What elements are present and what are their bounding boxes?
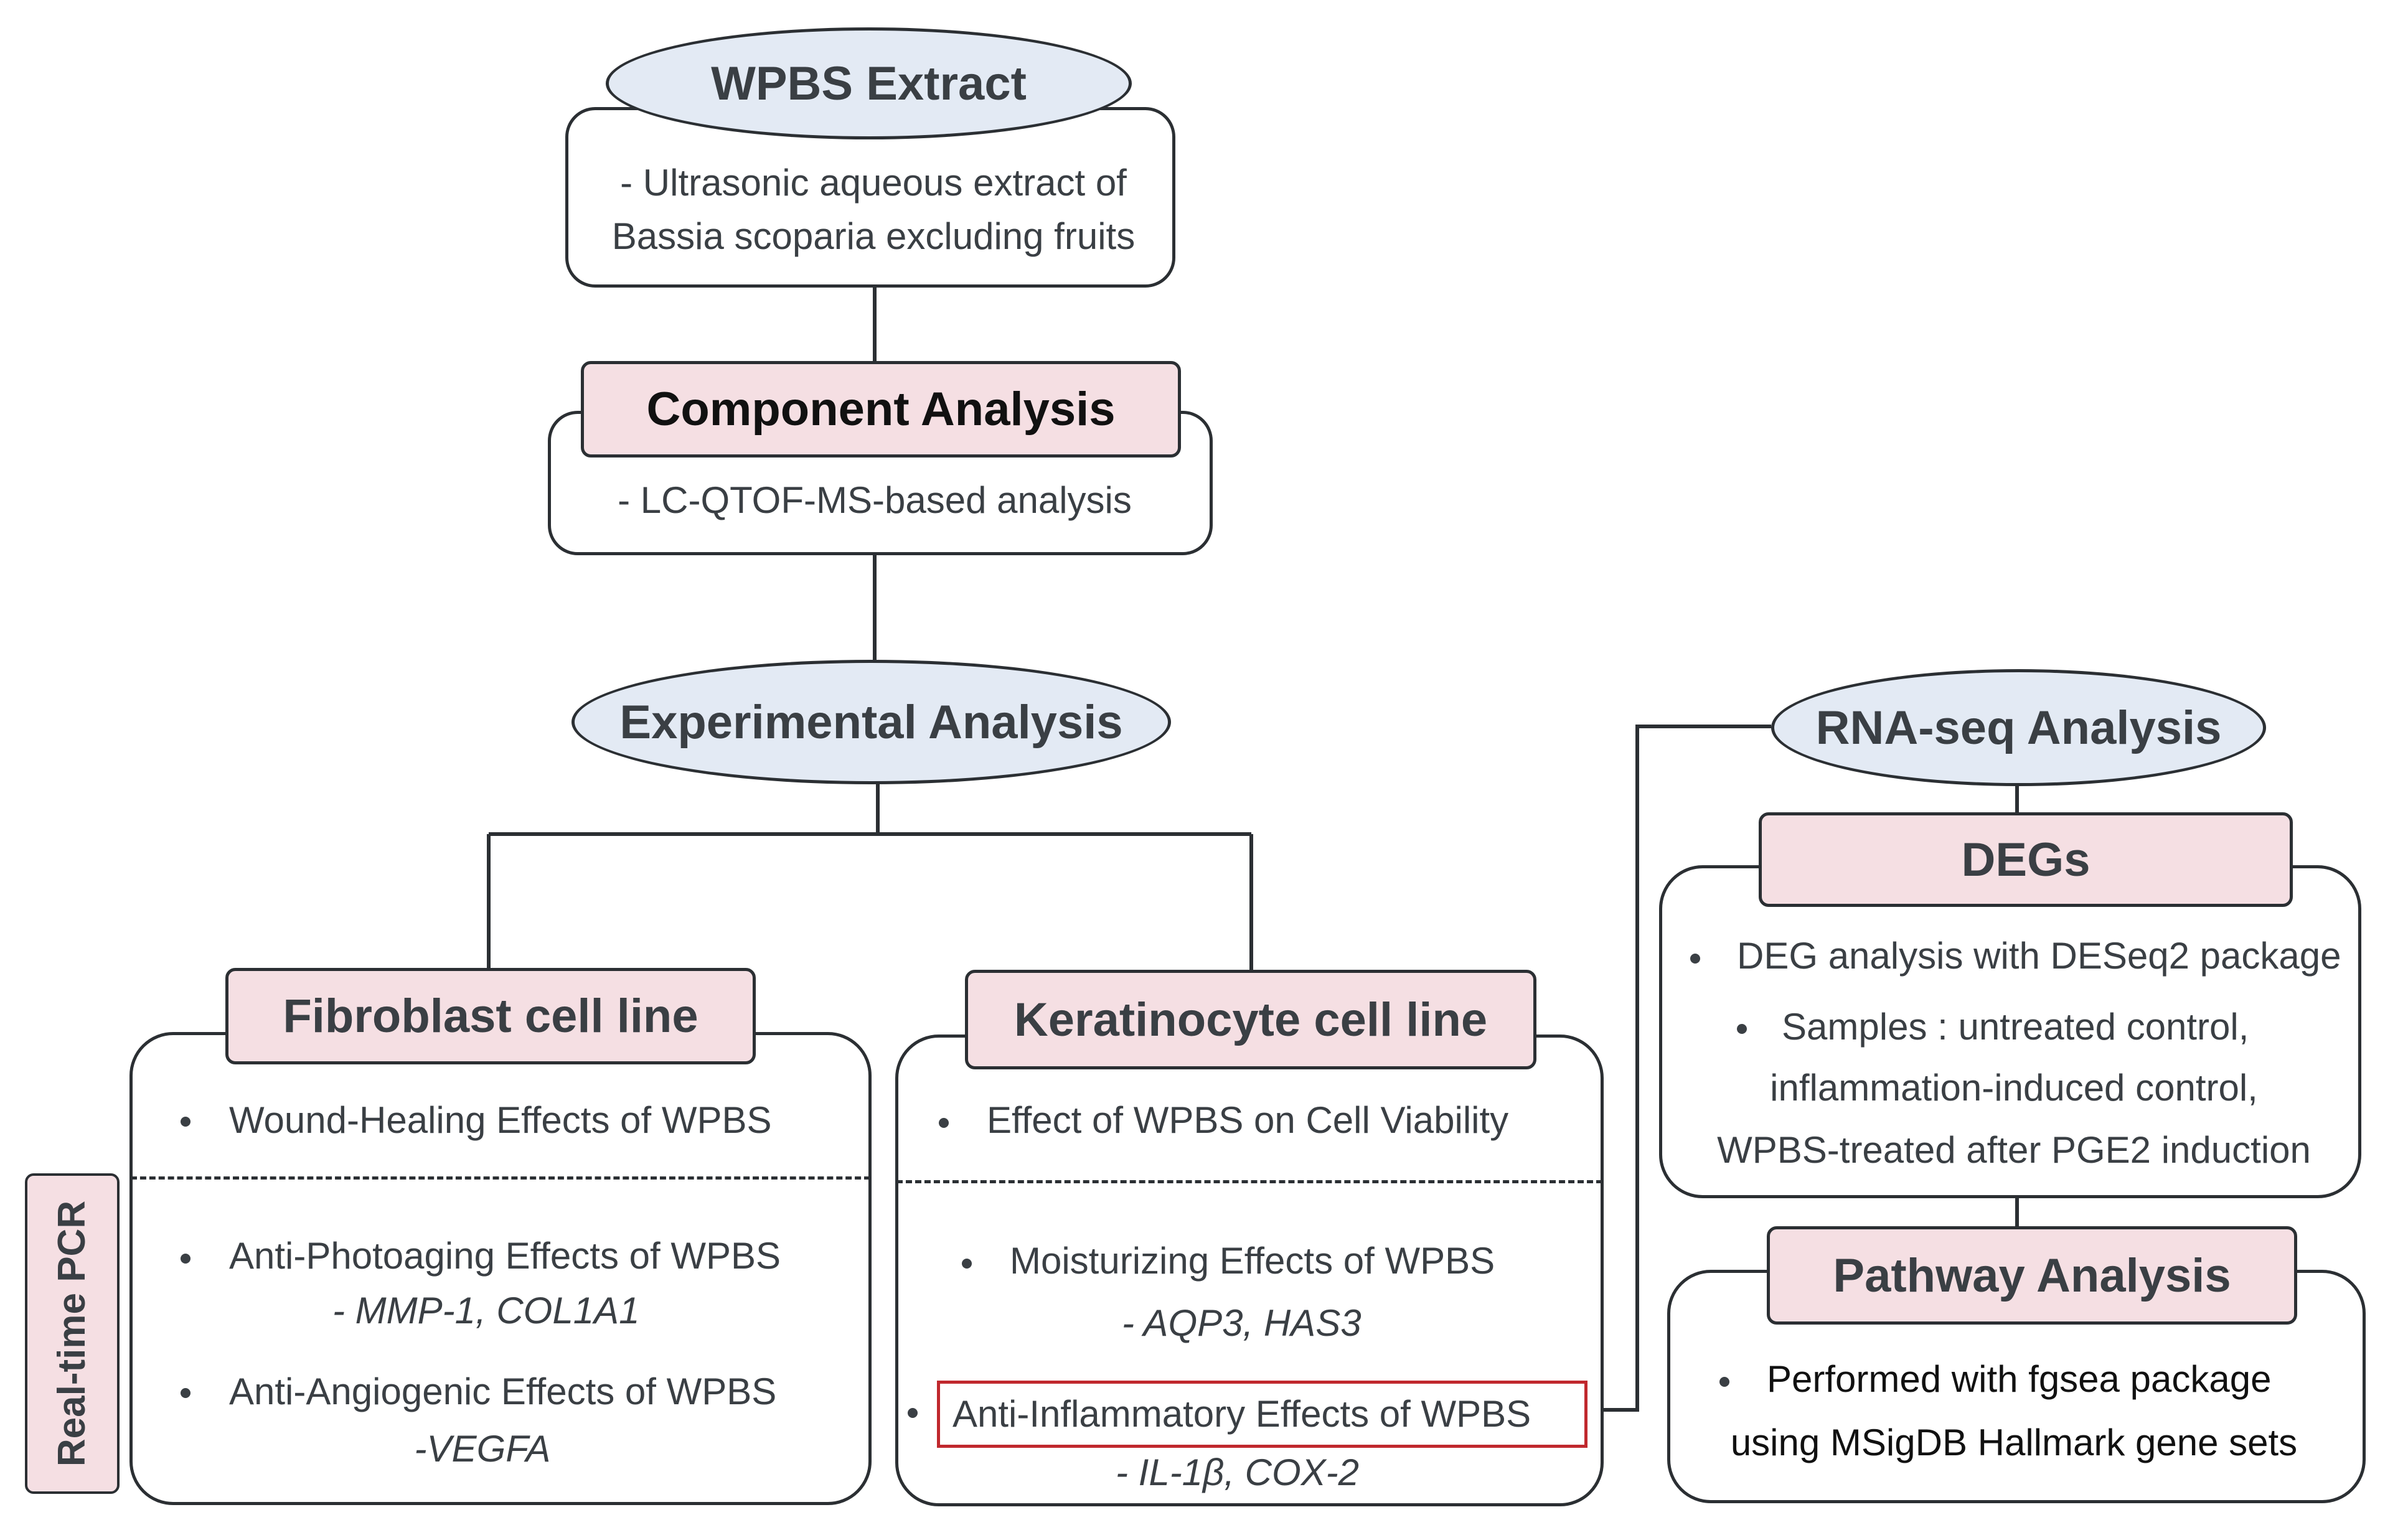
fibroblast-title: Fibroblast cell line bbox=[225, 968, 756, 1064]
real-time-pcr-text: Real-time PCR bbox=[50, 1200, 94, 1467]
real-time-pcr-label: Real-time PCR bbox=[25, 1173, 120, 1494]
bullet bbox=[908, 1408, 918, 1418]
bullet bbox=[962, 1259, 972, 1269]
keratinocyte-item-cell-viability: Effect of WPBS on Cell Viability bbox=[987, 1099, 1509, 1141]
bullet bbox=[1690, 954, 1700, 964]
degs-title: DEGs bbox=[1759, 812, 2293, 907]
wpbs-extract-title: WPBS Extract bbox=[606, 27, 1132, 139]
bullet bbox=[1737, 1024, 1747, 1034]
degs-item-samples-line1: Samples : untreated control, bbox=[1782, 1006, 2249, 1048]
wpbs-description-box bbox=[565, 107, 1175, 288]
rnaseq-analysis-title: RNA-seq Analysis bbox=[1771, 669, 2266, 786]
anti-inflammatory-highlight bbox=[937, 1381, 1587, 1448]
keratinocyte-title: Keratinocyte cell line bbox=[965, 970, 1536, 1069]
keratinocyte-box bbox=[895, 1035, 1604, 1506]
bullet bbox=[181, 1254, 190, 1264]
bullet bbox=[1719, 1377, 1729, 1387]
fibroblast-divider bbox=[131, 1176, 870, 1180]
keratinocyte-item-moisturizing: Moisturizing Effects of WPBS bbox=[1010, 1240, 1495, 1282]
degs-item-deseq2: DEG analysis with DESeq2 package bbox=[1737, 935, 2341, 977]
degs-item-samples-line3: WPBS-treated after PGE2 induction bbox=[1717, 1129, 2311, 1171]
degs-item-samples-line2: inflammation-induced control, bbox=[1770, 1067, 2258, 1109]
fibroblast-genes-angiogenic: -VEGFA bbox=[414, 1428, 551, 1470]
bullet bbox=[939, 1118, 949, 1128]
degs-box bbox=[1659, 865, 2361, 1198]
keratinocyte-genes-inflammatory: - IL-1β, COX-2 bbox=[1116, 1452, 1360, 1493]
keratinocyte-genes-moisturizing: - AQP3, HAS3 bbox=[1122, 1302, 1362, 1344]
pathway-title: Pathway Analysis bbox=[1767, 1226, 2297, 1325]
wpbs-description-line1: - Ultrasonic aqueous extract of bbox=[620, 162, 1127, 204]
fibroblast-item-anti-photoaging: Anti-Photoaging Effects of WPBS bbox=[229, 1235, 781, 1277]
fibroblast-genes-photoaging: - MMP-1, COL1A1 bbox=[332, 1290, 640, 1331]
component-analysis-title: Component Analysis bbox=[581, 361, 1181, 458]
connector-inflammatory-rnaseq bbox=[1587, 725, 1771, 1412]
keratinocyte-item-anti-inflammatory: Anti-Inflammatory Effects of WPBS bbox=[952, 1393, 1531, 1435]
experimental-analysis-title: Experimental Analysis bbox=[571, 660, 1171, 784]
connector-experimental-split bbox=[487, 781, 1253, 971]
fibroblast-item-wound-healing: Wound-Healing Effects of WPBS bbox=[229, 1099, 772, 1141]
pathway-item-line1: Performed with fgsea package bbox=[1767, 1358, 2272, 1400]
component-description: - LC-QTOF-MS-based analysis bbox=[618, 479, 1132, 521]
pathway-item-line2: using MSigDB Hallmark gene sets bbox=[1730, 1422, 2298, 1463]
fibroblast-item-anti-angiogenic: Anti-Angiogenic Effects of WPBS bbox=[229, 1371, 777, 1412]
keratinocyte-divider bbox=[896, 1180, 1602, 1183]
bullet bbox=[181, 1117, 190, 1127]
bullet bbox=[181, 1388, 190, 1398]
wpbs-description-line2: Bassia scoparia excluding fruits bbox=[611, 215, 1136, 257]
